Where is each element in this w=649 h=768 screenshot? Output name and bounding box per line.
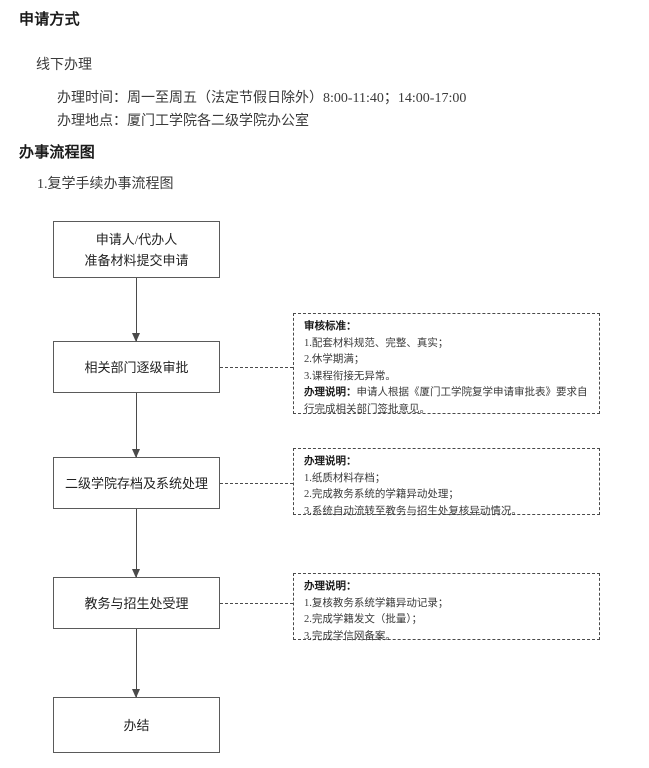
- arrow-down-icon-1: [132, 278, 140, 342]
- annotation-item: 3.系统自动流转至教务与招生处复核异动情况。: [304, 505, 522, 517]
- dashed-link-office-note: [220, 603, 293, 604]
- flow-node-applicant-line1: 申请人/代办人: [95, 231, 178, 247]
- subheading-offline-handling: 线下办理: [36, 58, 92, 73]
- annotation-item: 3.课程衔接无异常。: [304, 370, 396, 382]
- flow-node-college-archive-label: 二级学院存档及系统处理: [64, 475, 208, 491]
- flow-node-department-review: 相关部门逐级审批: [53, 341, 220, 393]
- annotation-footer-text: 申请人根据《厦门工学院复学申请审批表》要求自行完成相关部门签批意见。: [304, 387, 588, 415]
- annotation-heading-college: 办理说明：: [304, 456, 357, 467]
- flow-node-applicant-line2: 准备材料提交申请: [84, 252, 189, 268]
- section-heading-apply-method: 申请方式: [19, 12, 80, 28]
- flow-node-academic-admission-office: 教务与招生处受理: [53, 577, 220, 629]
- arrow-down-icon-2: [132, 393, 140, 458]
- annotation-item: 1.配套材料规范、完整、真实；: [304, 337, 449, 349]
- annotation-item: 3.完成学信网备案。: [304, 630, 396, 642]
- flow-node-applicant: 申请人/代办人 准备材料提交申请: [53, 221, 220, 278]
- flow-node-department-review-label: 相关部门逐级审批: [84, 359, 189, 375]
- annotation-box-office-processing: 办理说明： 1.复核教务系统学籍异动记录； 2.完成学籍发文（批量）； 3.完成…: [293, 573, 600, 642]
- annotation-footer-label: 办理说明：: [304, 387, 357, 398]
- annotation-box-college-processing: 办理说明： 1.纸质材料存档； 2.完成教务系统的学籍异动处理； 3.系统自动流…: [293, 448, 600, 517]
- flow-node-completed-label: 办结: [123, 717, 150, 733]
- detail-handling-time: 办理时间：周一至周五（法定节假日除外）8:00-11:40；14:00-17:0…: [57, 91, 467, 106]
- annotation-item: 1.纸质材料存档；: [304, 472, 386, 484]
- arrow-down-icon-4: [132, 629, 140, 698]
- annotation-heading-review: 审核标准：: [304, 321, 357, 332]
- annotation-item: 2.完成教务系统的学籍异动处理；: [304, 489, 459, 500]
- dashed-link-review-note: [220, 367, 293, 368]
- annotation-box-review-criteria: 审核标准： 1.配套材料规范、完整、真实； 2.休学期满； 3.课程衔接无异常。…: [293, 313, 600, 415]
- flowchart-list-item-1: 1.复学手续办事流程图: [37, 177, 174, 192]
- arrow-down-icon-3: [132, 509, 140, 578]
- annotation-heading-office: 办理说明：: [304, 581, 357, 592]
- section-heading-flowchart: 办事流程图: [19, 145, 96, 161]
- annotation-item: 2.完成学籍发文（批量）；: [304, 614, 423, 625]
- flow-node-completed: 办结: [53, 697, 220, 753]
- dashed-link-college-note: [220, 483, 293, 484]
- detail-handling-place: 办理地点：厦门工学院各二级学院办公室: [57, 114, 309, 129]
- flow-node-academic-admission-office-label: 教务与招生处受理: [84, 595, 189, 611]
- flow-node-college-archive: 二级学院存档及系统处理: [53, 457, 220, 509]
- annotation-item: 2.休学期满；: [304, 354, 365, 365]
- annotation-footer-review: 办理说明：申请人根据《厦门工学院复学申请审批表》要求自行完成相关部门签批意见。: [304, 385, 591, 418]
- annotation-item: 1.复核教务系统学籍异动记录；: [304, 597, 449, 609]
